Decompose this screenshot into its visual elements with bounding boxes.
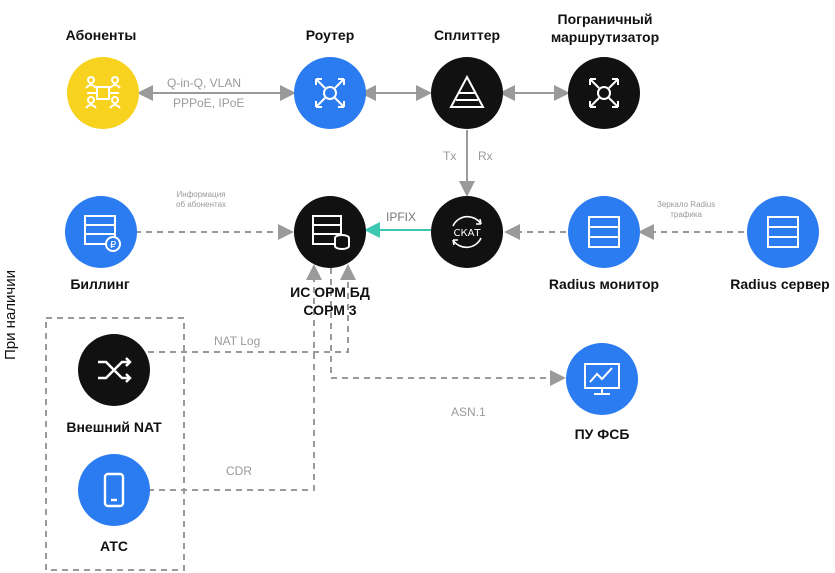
border-router-label-line2: маршрутизатор <box>550 29 660 45</box>
billing-node[interactable]: ₽ <box>65 196 137 268</box>
database-server-icon <box>312 215 350 250</box>
subscribers-label: Абоненты <box>65 27 137 43</box>
radius-server-label: Radius сервер <box>730 276 830 292</box>
edge-label-radius-mirror: Зеркало Radius трафика <box>657 200 715 220</box>
edge-label-radius-mirror-line2: трафика <box>670 210 702 219</box>
billing-label: Биллинг <box>70 276 130 292</box>
external-nat-node[interactable] <box>78 334 150 406</box>
radius-monitor-label: Radius монитор <box>548 276 660 292</box>
splitter-label: Сплиттер <box>433 27 501 43</box>
router-arrows-icon <box>315 78 345 108</box>
router-node[interactable] <box>294 57 366 129</box>
radius-server-node[interactable] <box>747 196 819 268</box>
splitter-node[interactable] <box>431 57 503 129</box>
is-orm-label-line2: СОРМ 3 <box>303 302 357 318</box>
border-router-label-line1: Пограничный <box>557 11 653 27</box>
shuffle-icon <box>98 357 132 383</box>
edge-label-radius-mirror-line1: Зеркало Radius <box>657 200 716 209</box>
edge-label-rx: Rx <box>478 149 493 163</box>
edge-label-cdr: CDR <box>226 464 252 478</box>
radius-server-icon <box>588 216 620 248</box>
subscribers-node[interactable] <box>67 57 139 129</box>
is-orm-label-line1: ИС ОРМ БД <box>290 284 370 300</box>
skat-node[interactable]: СКАТ <box>431 196 503 268</box>
monitor-chart-icon <box>584 363 620 395</box>
router-arrows-icon <box>589 78 619 108</box>
radius-monitor-node[interactable] <box>568 196 640 268</box>
external-nat-label: Внешний NAT <box>66 419 162 435</box>
edge-label-asn: ASN.1 <box>451 405 486 419</box>
edge-label-nat-log: NAT Log <box>214 334 261 348</box>
is-orm-node[interactable] <box>294 196 366 268</box>
link-isorm-pufsb <box>330 268 566 386</box>
edge-label-qinq: Q-in-Q, VLAN <box>167 76 242 90</box>
border-router-label: Пограничный маршрутизатор <box>551 10 659 46</box>
edge-label-subscriber-info-line1: Информация <box>176 190 226 199</box>
radius-server-icon <box>767 216 799 248</box>
pu-fsb-node[interactable] <box>566 343 638 415</box>
optional-group-frame <box>45 317 185 571</box>
splitter-prism-icon <box>449 74 485 108</box>
svg-text:₽: ₽ <box>110 240 117 251</box>
skat-cycle-icon: СКАТ <box>452 215 482 249</box>
ats-label: АТС <box>99 538 129 554</box>
link-nat-isorm <box>148 264 356 353</box>
ats-node[interactable] <box>78 454 150 526</box>
edge-label-subscriber-info-line2: об абонентах <box>176 200 227 209</box>
users-network-icon <box>85 76 121 109</box>
pu-fsb-label: ПУ ФСБ <box>574 426 630 442</box>
link-ats-isorm <box>148 264 322 491</box>
is-orm-label: ИС ОРМ БД СОРМ 3 <box>290 283 370 319</box>
edge-label-subscriber-info: Информация об абонентах <box>176 190 226 210</box>
border-router-node[interactable] <box>568 57 640 129</box>
billing-db-icon: ₽ <box>84 215 121 252</box>
edge-label-tx: Tx <box>443 149 457 163</box>
edge-label-ipfix: IPFIX <box>386 210 417 224</box>
router-label: Роутер <box>305 27 355 43</box>
skat-text: СКАТ <box>453 228 481 239</box>
phone-icon <box>103 472 125 508</box>
edge-label-pppoe: PPPoE, IPoE <box>173 96 245 110</box>
optional-group-label: При наличии <box>2 270 19 360</box>
